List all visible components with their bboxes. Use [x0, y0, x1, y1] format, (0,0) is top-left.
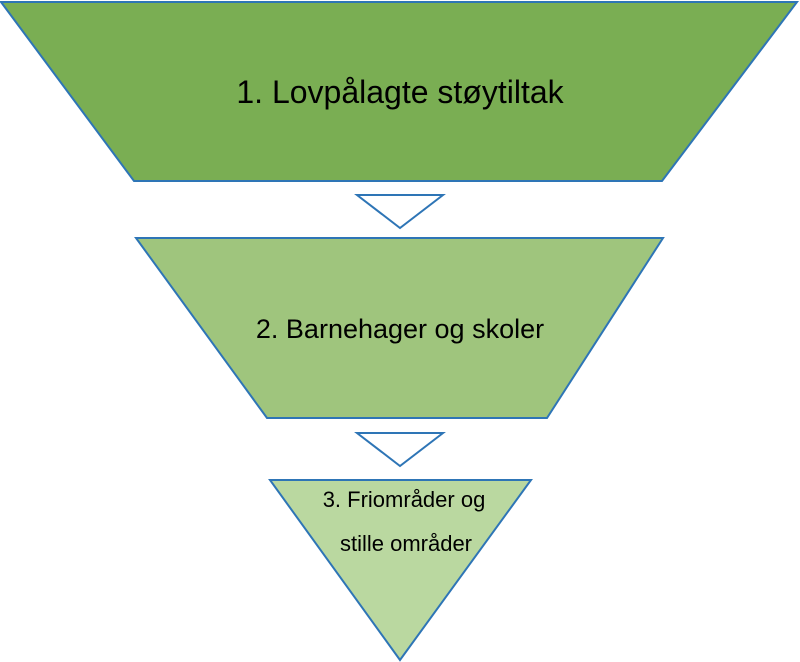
level-2-label: 2. Barnehager og skoler [256, 314, 544, 344]
level-3-triangle [268, 479, 533, 662]
level-1-trapezoid [0, 0, 800, 182]
level-1: 1. Lovpålagte støytiltak [0, 0, 800, 182]
level-3-label-line-1: 3. Friområder og [323, 487, 486, 512]
level-2-trapezoid [134, 237, 665, 419]
down-arrow-2 [354, 432, 446, 468]
level-1-label: 1. Lovpålagte støytiltak [236, 74, 564, 110]
level-3: 3. Friområder og stille områder [268, 479, 533, 662]
level-2: 2. Barnehager og skoler [134, 237, 665, 419]
level-3-label-line-2: stille områder [340, 531, 472, 556]
down-arrow-1 [354, 194, 446, 230]
